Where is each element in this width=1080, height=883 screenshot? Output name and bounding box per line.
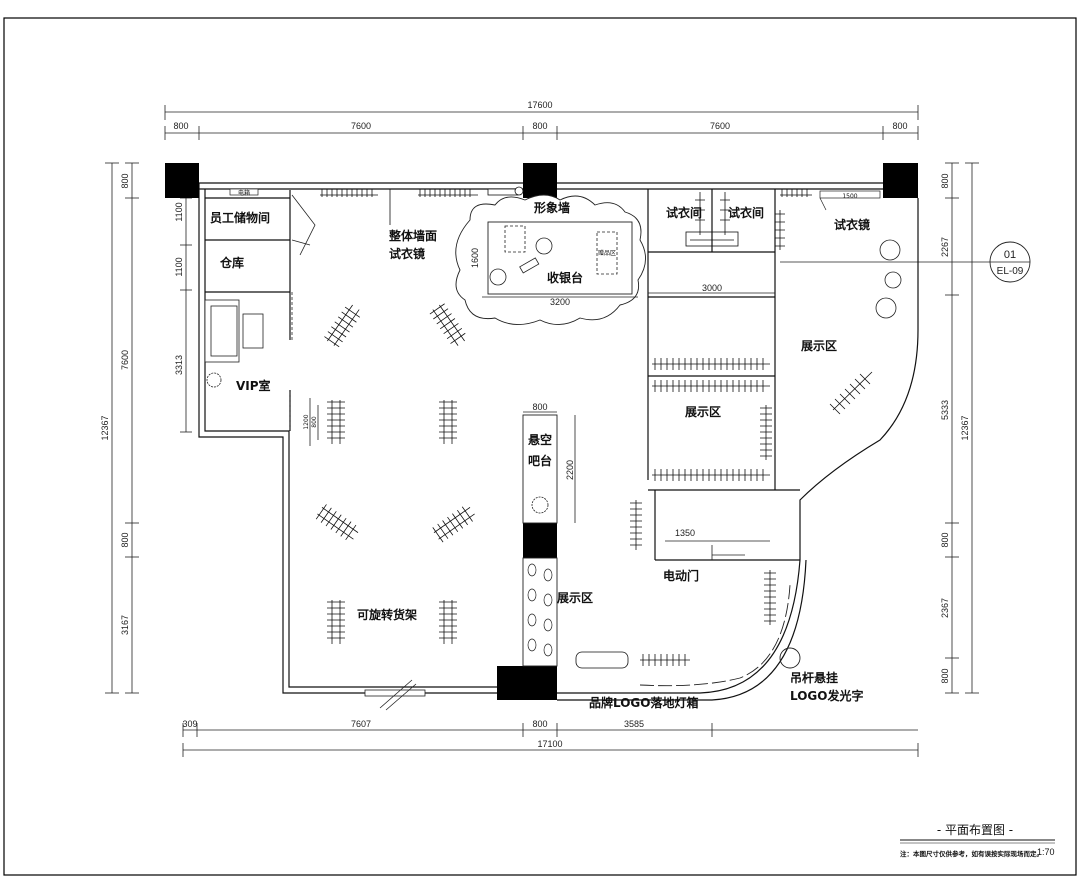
cashier-cabinet: [596, 231, 618, 275]
drawing-scale: 1:70: [1037, 847, 1055, 857]
hanging-logo-marker: [779, 647, 801, 669]
fitting-room-racks: [685, 192, 785, 250]
label-logo-lightbox: 品牌LOGO落地灯箱: [589, 695, 698, 710]
display-shelf-items: [527, 563, 553, 657]
column-top-left: [165, 163, 199, 198]
dim-right-seg-2: 2267: [940, 237, 950, 257]
section-marker-number: 01: [1004, 249, 1016, 261]
label-rotating-rack: 可旋转货架: [357, 607, 417, 622]
cashier-keyboard: [519, 257, 540, 274]
label-display-area-middle: 展示区: [685, 405, 721, 419]
dim-left-seg-2: 7600: [120, 350, 130, 370]
rotating-racks: [315, 303, 475, 644]
column-bar: [523, 523, 557, 558]
label-fitting-mirror: 试衣镜: [834, 217, 870, 232]
fitting-mirror-width: 1500: [842, 193, 857, 200]
electric-box-label: 电箱: [238, 189, 250, 197]
dim-right-seg-5: 2367: [940, 598, 950, 618]
section-marker-sheet: EL-09: [997, 266, 1024, 277]
column-top-center: [523, 163, 557, 198]
dim-top-seg-2: 7600: [351, 121, 371, 131]
label-floating-bar-1: 悬空: [527, 432, 552, 447]
cashier-plant-icon: [489, 268, 507, 286]
dim-right-seg-6: 800: [940, 668, 950, 683]
label-floating-bar-2: 吧台: [528, 453, 552, 468]
label-warehouse: 仓库: [219, 255, 244, 270]
floating-bar: [522, 414, 558, 524]
label-fitting-room-2: 试衣间: [728, 205, 764, 220]
dim-top-seg-4: 7600: [710, 121, 730, 131]
rack-dim-b: 800: [311, 416, 318, 428]
dim-bottom-seg-4: 3585: [624, 719, 644, 729]
label-image-wall: 形象墙: [534, 200, 570, 215]
vip-furniture: [204, 299, 264, 388]
counter-depth-dim: 1600: [470, 248, 480, 268]
label-full-mirror-2: 试衣镜: [389, 246, 425, 261]
door-width-dim: 1350: [675, 528, 695, 538]
dim-top-total: 17600: [527, 100, 552, 110]
dim-bottom-seg-3: 800: [532, 719, 547, 729]
right-dimension-chain: [945, 162, 979, 694]
label-hanging-logo-2: LOGO发光字: [790, 688, 863, 703]
fitting-mirror-panel: [819, 190, 881, 199]
bar-width-dim: 800: [532, 402, 547, 412]
dim-top-seg-5: 800: [892, 121, 907, 131]
column-top-right: [883, 163, 918, 198]
dim-bottom-total: 17100: [537, 739, 562, 749]
label-electric-door: 电动门: [663, 568, 699, 583]
cashier-sink: [504, 225, 526, 253]
column-bottom-center: [497, 666, 557, 700]
bar-length-dim: 2200: [565, 460, 575, 480]
electric-box: [229, 188, 259, 196]
dim-bottom-seg-1: 309: [182, 719, 197, 729]
dim-left-inner-2: 1100: [174, 257, 184, 276]
dim-left-inner-1: 1100: [174, 202, 184, 221]
interior-partitions: [205, 189, 800, 561]
counter-length-dim: 3200: [550, 297, 570, 307]
dim-bottom-seg-2: 7607: [351, 719, 371, 729]
label-staff-storage: 员工储物间: [210, 210, 270, 225]
label-display-area-lower: 展示区: [557, 591, 593, 605]
entrance-door-icon: [364, 679, 426, 711]
dim-top-seg-1: 800: [173, 121, 188, 131]
rack-dim-a: 1200: [303, 414, 310, 429]
dim-left-seg-4: 3167: [120, 615, 130, 635]
door-swings: [289, 194, 745, 560]
cashier-counter: [487, 221, 633, 295]
label-cashier: 收银台: [547, 270, 583, 285]
drawing-title: - 平面布置图 -: [937, 823, 1013, 837]
display-area-racks: [575, 358, 873, 669]
dim-right-total: 12367: [960, 415, 970, 440]
label-full-mirror-1: 整体墙面: [388, 228, 437, 243]
dim-left-seg-1: 800: [120, 173, 130, 188]
dim-left-total: 12367: [100, 415, 110, 440]
dim-right-seg-4: 800: [940, 532, 950, 547]
top-wall-racks: [320, 186, 812, 225]
sheet-border: [3, 17, 1077, 876]
dim-left-seg-3: 800: [120, 532, 130, 547]
drawing-note: 注：本图尺寸仅供参考，如有误按实际现场而定。: [900, 849, 1043, 858]
bottom-dimension-chain: [182, 723, 919, 757]
label-fitting-room-1: 试衣间: [666, 205, 702, 220]
label-display-area-upper: 展示区: [801, 339, 837, 353]
bar-plant-icon: [531, 496, 549, 514]
gift-area-label: 赠品区: [598, 249, 616, 257]
dim-top-seg-3: 800: [532, 121, 547, 131]
label-vip-room: VIP室: [236, 378, 271, 393]
label-hanging-logo-1: 吊杆悬挂: [790, 670, 838, 685]
top-dimension-chain: [164, 105, 919, 140]
left-dimension-chain: [105, 162, 192, 694]
image-wall-cloud: [455, 194, 646, 325]
cashier-chair: [535, 237, 553, 255]
display-width-dim: 3000: [702, 283, 722, 293]
dim-left-inner-3: 3313: [174, 355, 184, 375]
dim-right-seg-1: 800: [940, 173, 950, 188]
entrance-arc: [639, 584, 791, 687]
dim-right-seg-3: 5333: [940, 400, 950, 420]
lounge-chairs: [875, 239, 902, 319]
